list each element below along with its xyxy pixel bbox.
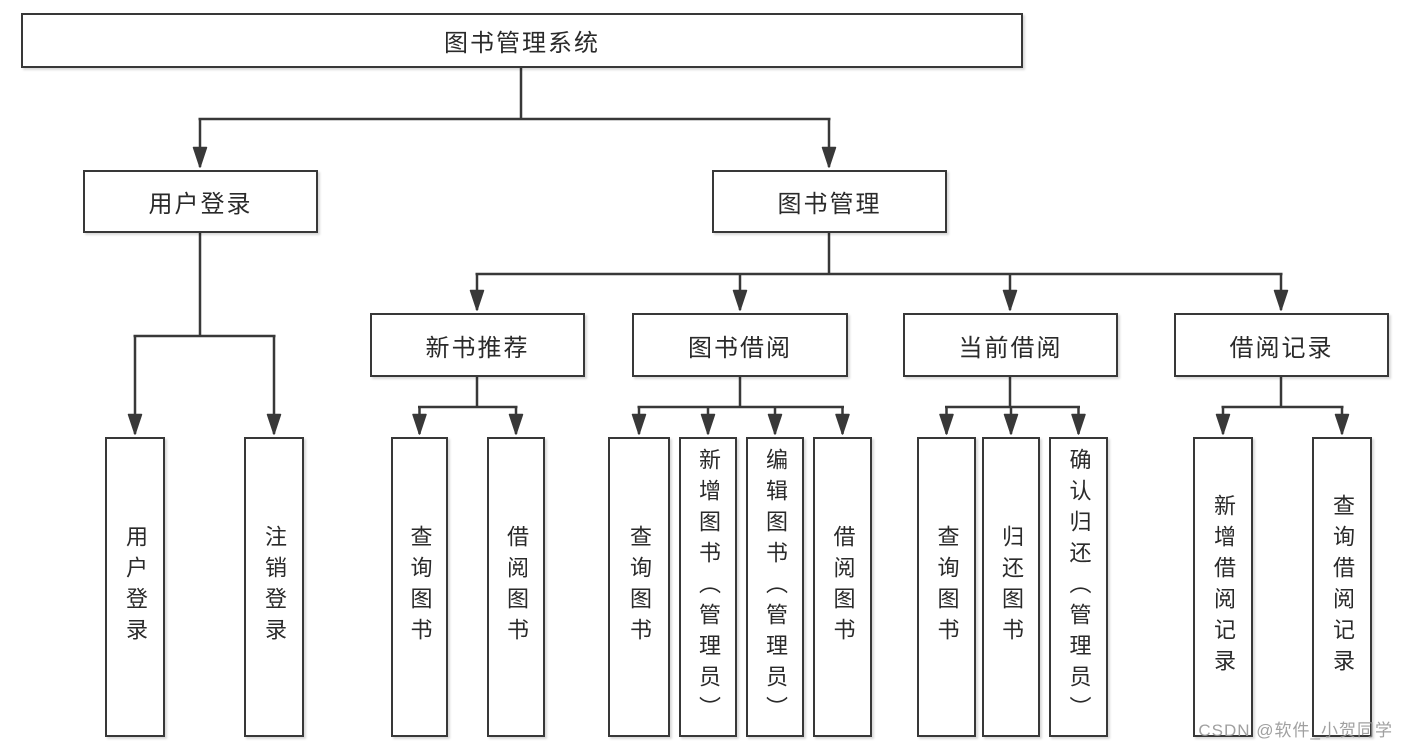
- node-book-borrow: 图书借阅: [632, 313, 848, 377]
- node-borrow-records: 借阅记录: [1174, 313, 1389, 377]
- leaf-newbook-borrow-books-label: 借阅图书: [504, 525, 529, 649]
- leaf-newbook-query-books: 查询图书: [391, 437, 448, 737]
- leaf-current-return-books: 归还图书: [982, 437, 1040, 737]
- leaf-logout-label: 注销登录: [262, 525, 287, 649]
- leaf-borrow-query-books: 查询图书: [608, 437, 670, 737]
- node-current-borrow: 当前借阅: [903, 313, 1118, 377]
- leaf-records-add-record-label: 新增借阅记录: [1211, 494, 1236, 680]
- leaf-records-query-record: 查询借阅记录: [1312, 437, 1372, 737]
- leaf-borrow-add-books-admin-label: 新增图书（管理员）: [696, 447, 721, 727]
- node-current-borrow-label: 当前借阅: [958, 334, 1063, 362]
- leaf-borrow-query-books-label: 查询图书: [627, 525, 652, 649]
- leaf-current-query-books-label: 查询图书: [934, 525, 960, 649]
- leaf-records-add-record: 新增借阅记录: [1193, 437, 1253, 737]
- leaf-current-return-books-label: 归还图书: [999, 525, 1024, 649]
- node-user-login-label: 用户登录: [148, 191, 253, 218]
- node-new-book-recommend-label: 新书推荐: [425, 334, 530, 362]
- tree-trunk-lines: [133, 68, 1344, 409]
- leaf-borrow-edit-books-admin: 编辑图书（管理员）: [746, 437, 804, 737]
- node-root: 图书管理系统: [21, 13, 1023, 68]
- leaf-borrow-add-books-admin: 新增图书（管理员）: [679, 437, 737, 737]
- node-user-login: 用户登录: [83, 170, 318, 233]
- leaf-user-login: 用户登录: [105, 437, 165, 737]
- leaf-borrow-borrow-books-label: 借阅图书: [830, 525, 856, 649]
- leaf-user-login-label: 用户登录: [123, 525, 148, 649]
- node-book-borrow-label: 图书借阅: [688, 334, 792, 362]
- leaf-current-confirm-return-admin-label: 确认归还（管理员）: [1066, 447, 1092, 727]
- leaf-newbook-borrow-books: 借阅图书: [487, 437, 545, 737]
- node-book-management-label: 图书管理: [777, 191, 882, 218]
- node-borrow-records-label: 借阅记录: [1229, 334, 1334, 362]
- leaf-logout: 注销登录: [244, 437, 304, 737]
- leaf-borrow-borrow-books: 借阅图书: [813, 437, 872, 737]
- arrow-drops: [127, 119, 1350, 435]
- leaf-current-confirm-return-admin: 确认归还（管理员）: [1049, 437, 1108, 737]
- leaf-records-query-record-label: 查询借阅记录: [1330, 494, 1355, 680]
- node-root-label: 图书管理系统: [444, 30, 600, 57]
- leaf-newbook-query-books-label: 查询图书: [407, 525, 433, 649]
- node-book-management: 图书管理: [712, 170, 947, 233]
- leaf-current-query-books: 查询图书: [917, 437, 976, 737]
- csdn-watermark: CSDN @软件_小贺同学: [1198, 721, 1393, 740]
- leaf-borrow-edit-books-admin-label: 编辑图书（管理员）: [763, 447, 788, 727]
- node-new-book-recommend: 新书推荐: [370, 313, 585, 377]
